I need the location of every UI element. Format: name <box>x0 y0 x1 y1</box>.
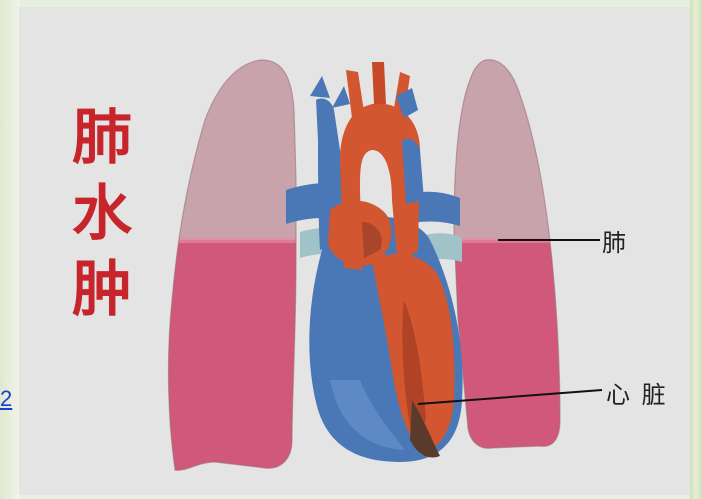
title-char-3: 肿 <box>72 252 132 328</box>
heart-label: 心 脏 <box>606 375 668 410</box>
vertical-title: 肺 水 肿 <box>62 100 142 328</box>
side-link-mark[interactable]: 2 <box>0 386 12 412</box>
title-char-1: 肺 <box>72 100 132 176</box>
great-vessels <box>310 62 424 270</box>
lung-label: 肺 <box>602 223 626 258</box>
title-char-2: 水 <box>72 176 132 252</box>
